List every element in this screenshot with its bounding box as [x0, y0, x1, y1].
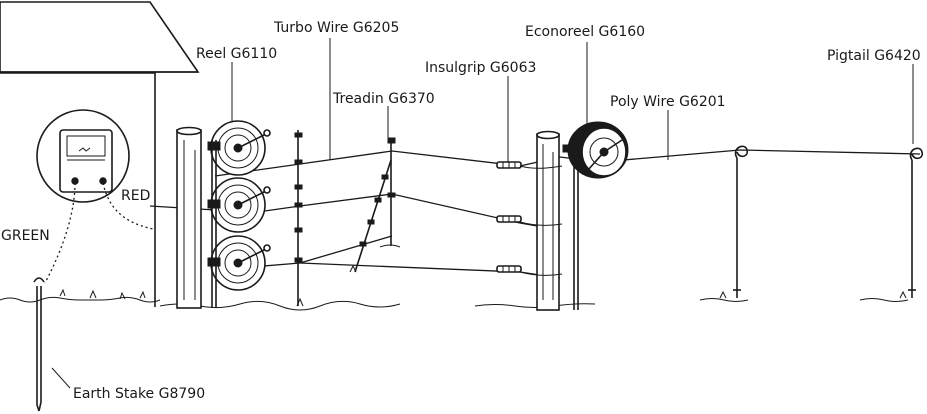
energiser-callout	[36, 109, 130, 203]
pigtail-post-2	[908, 147, 924, 298]
shed	[0, 1, 200, 307]
fence-wires	[149, 149, 921, 279]
label-insulgrip: Insulgrip G6063	[425, 60, 536, 76]
strainer-post	[519, 130, 563, 311]
label-earth-stake: Earth Stake G8790	[73, 386, 205, 402]
green-lead	[44, 182, 76, 284]
red-lead	[102, 182, 154, 230]
leader-lines	[51, 38, 914, 389]
label-green: GREEN	[1, 228, 50, 244]
middle-wire	[214, 193, 561, 231]
label-turbo-wire: Turbo Wire G6205	[273, 20, 399, 36]
label-pigtail: Pigtail G6420	[827, 48, 921, 64]
insulgrips	[496, 161, 522, 273]
pigtail-post-1	[733, 145, 749, 298]
reel-top	[210, 120, 271, 176]
label-reel: Reel G6110	[196, 46, 277, 62]
label-econoreel: Econoreel G6160	[525, 24, 645, 40]
reel-middle	[210, 177, 271, 233]
label-treadin: Treadin G6370	[332, 91, 435, 107]
standard-post-1	[294, 130, 303, 306]
label-poly-wire: Poly Wire G6201	[610, 94, 726, 110]
label-red: RED	[121, 188, 150, 204]
treadin-post	[354, 137, 396, 273]
reel-stack	[207, 120, 271, 308]
ground	[0, 244, 909, 311]
left-post	[176, 126, 202, 309]
econoreel	[562, 121, 629, 310]
top-wire	[214, 150, 521, 177]
earth-stake	[33, 277, 45, 412]
